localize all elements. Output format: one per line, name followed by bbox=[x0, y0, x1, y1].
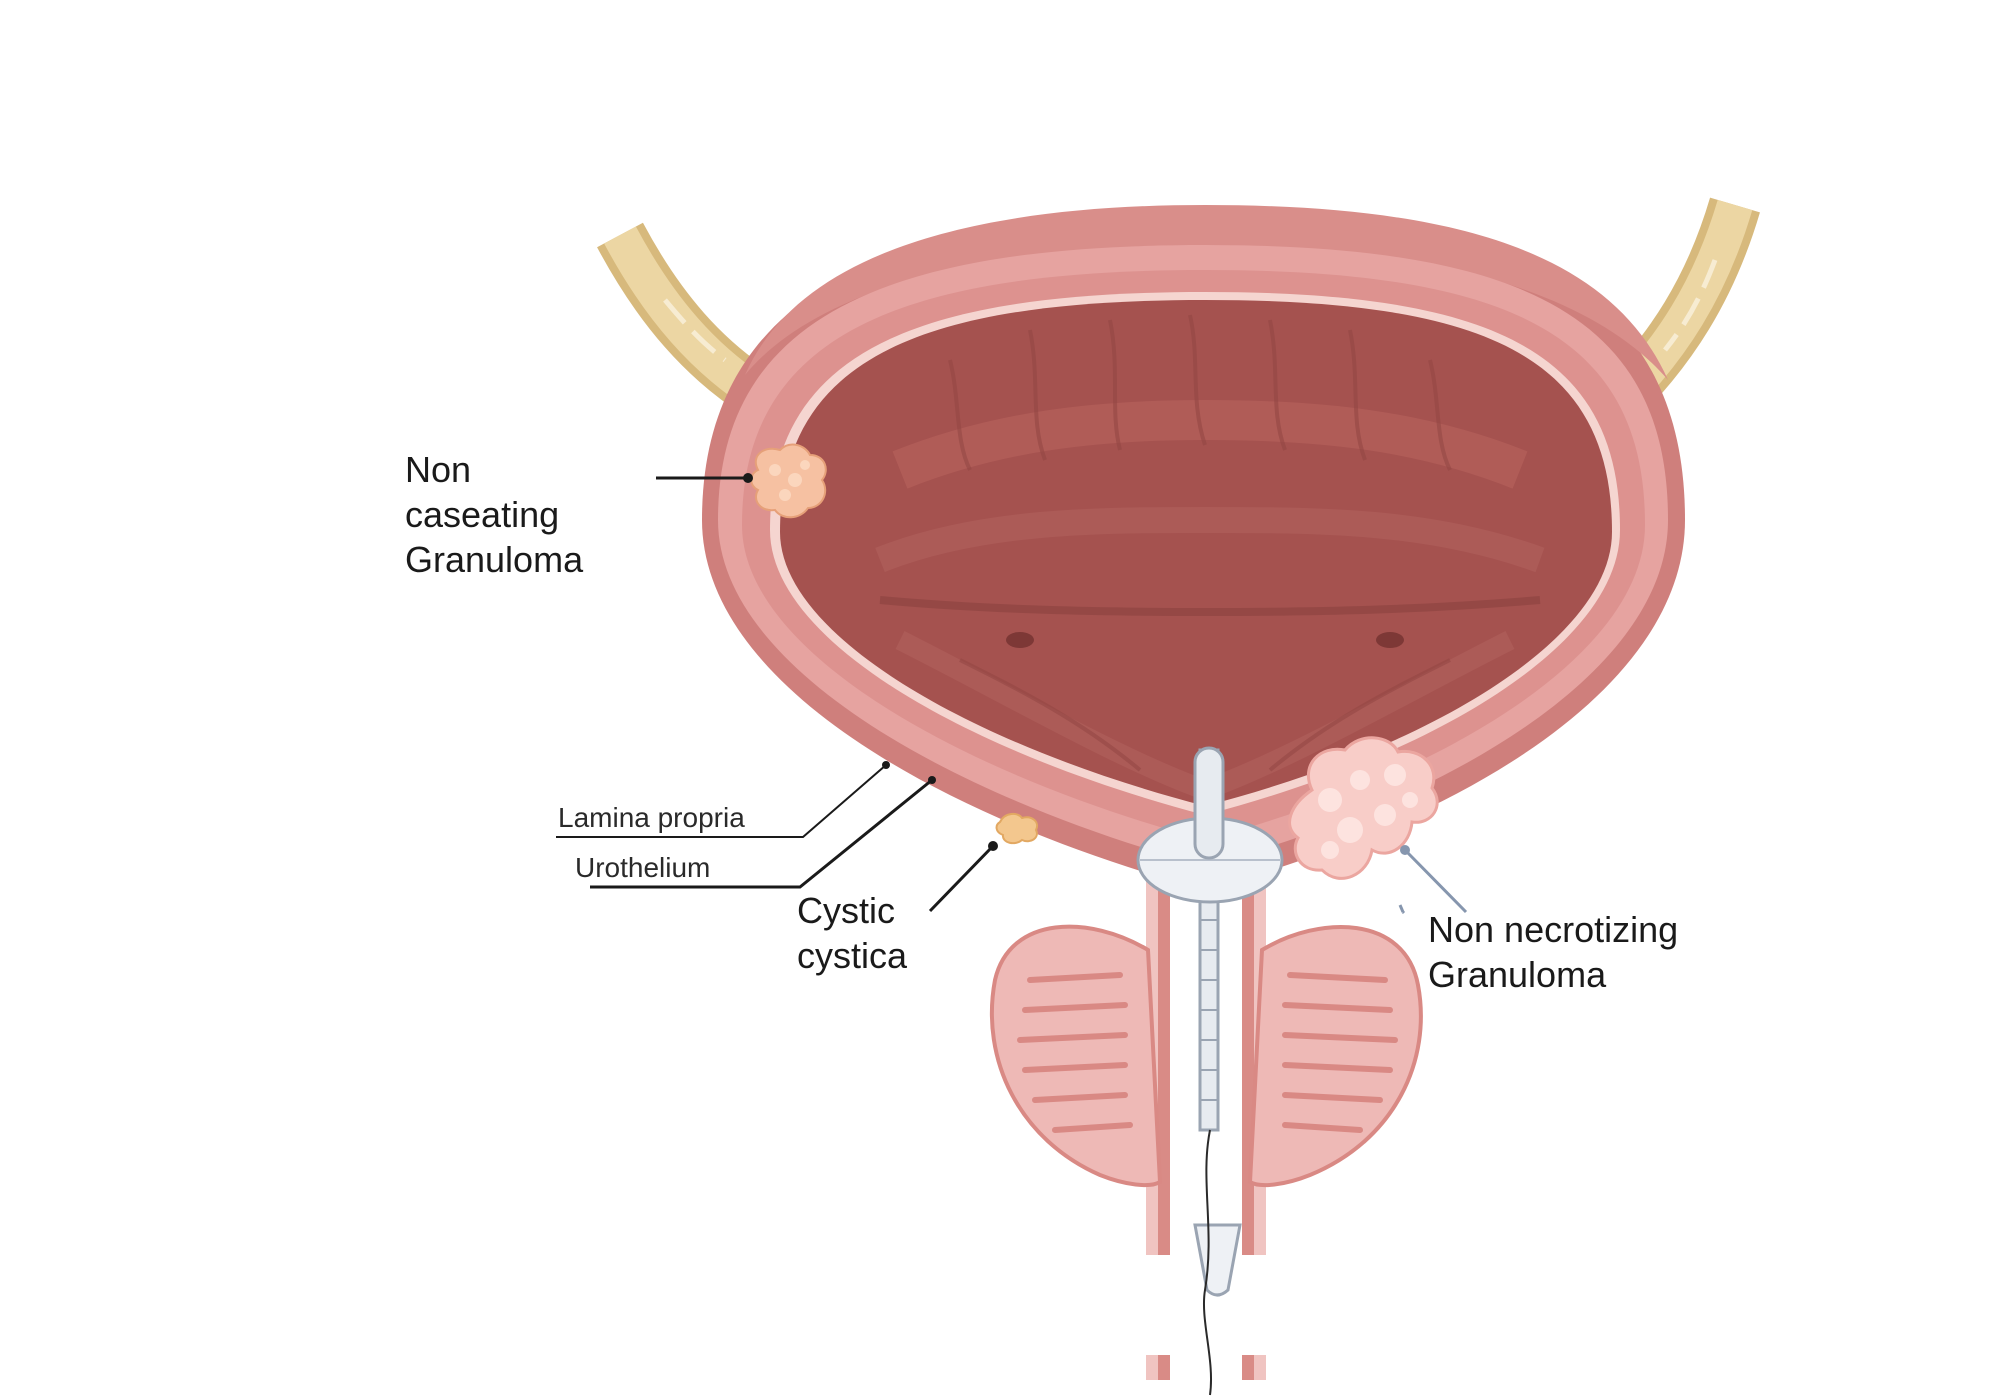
label-non-caseating-granuloma: Non caseating Granuloma bbox=[405, 447, 583, 582]
label-non-necrotizing-granuloma: Non necrotizing Granuloma bbox=[1428, 907, 1678, 997]
cystic-cystica-lesion bbox=[995, 812, 1038, 845]
leader-lamina-propria bbox=[556, 764, 887, 838]
non-caseating-granuloma bbox=[750, 443, 827, 519]
leader-lines bbox=[556, 473, 1468, 915]
bladder-folds bbox=[875, 314, 1545, 800]
label-line: Granuloma bbox=[405, 539, 584, 580]
leader-cystic-cystica bbox=[928, 844, 995, 913]
label-line: Non necrotizing bbox=[1428, 909, 1679, 950]
label-line: Non bbox=[405, 449, 472, 490]
label-urothelium: Urothelium bbox=[575, 852, 711, 883]
leader-non-necrotizing bbox=[1398, 904, 1405, 913]
non-necrotizing-granuloma bbox=[1288, 736, 1439, 880]
label-line: Cystic bbox=[797, 890, 895, 931]
prostate bbox=[989, 924, 1423, 1188]
label-line: Granuloma bbox=[1428, 954, 1607, 995]
catheter bbox=[1136, 746, 1284, 1396]
label-cystic-cystica: Cystic cystica bbox=[797, 888, 907, 978]
label-line: caseating bbox=[405, 494, 560, 535]
left-ureter bbox=[597, 222, 775, 417]
label-lamina-propria: Lamina propria bbox=[558, 802, 745, 833]
leader-urothelium bbox=[590, 778, 933, 889]
label-line: cystica bbox=[797, 935, 908, 976]
